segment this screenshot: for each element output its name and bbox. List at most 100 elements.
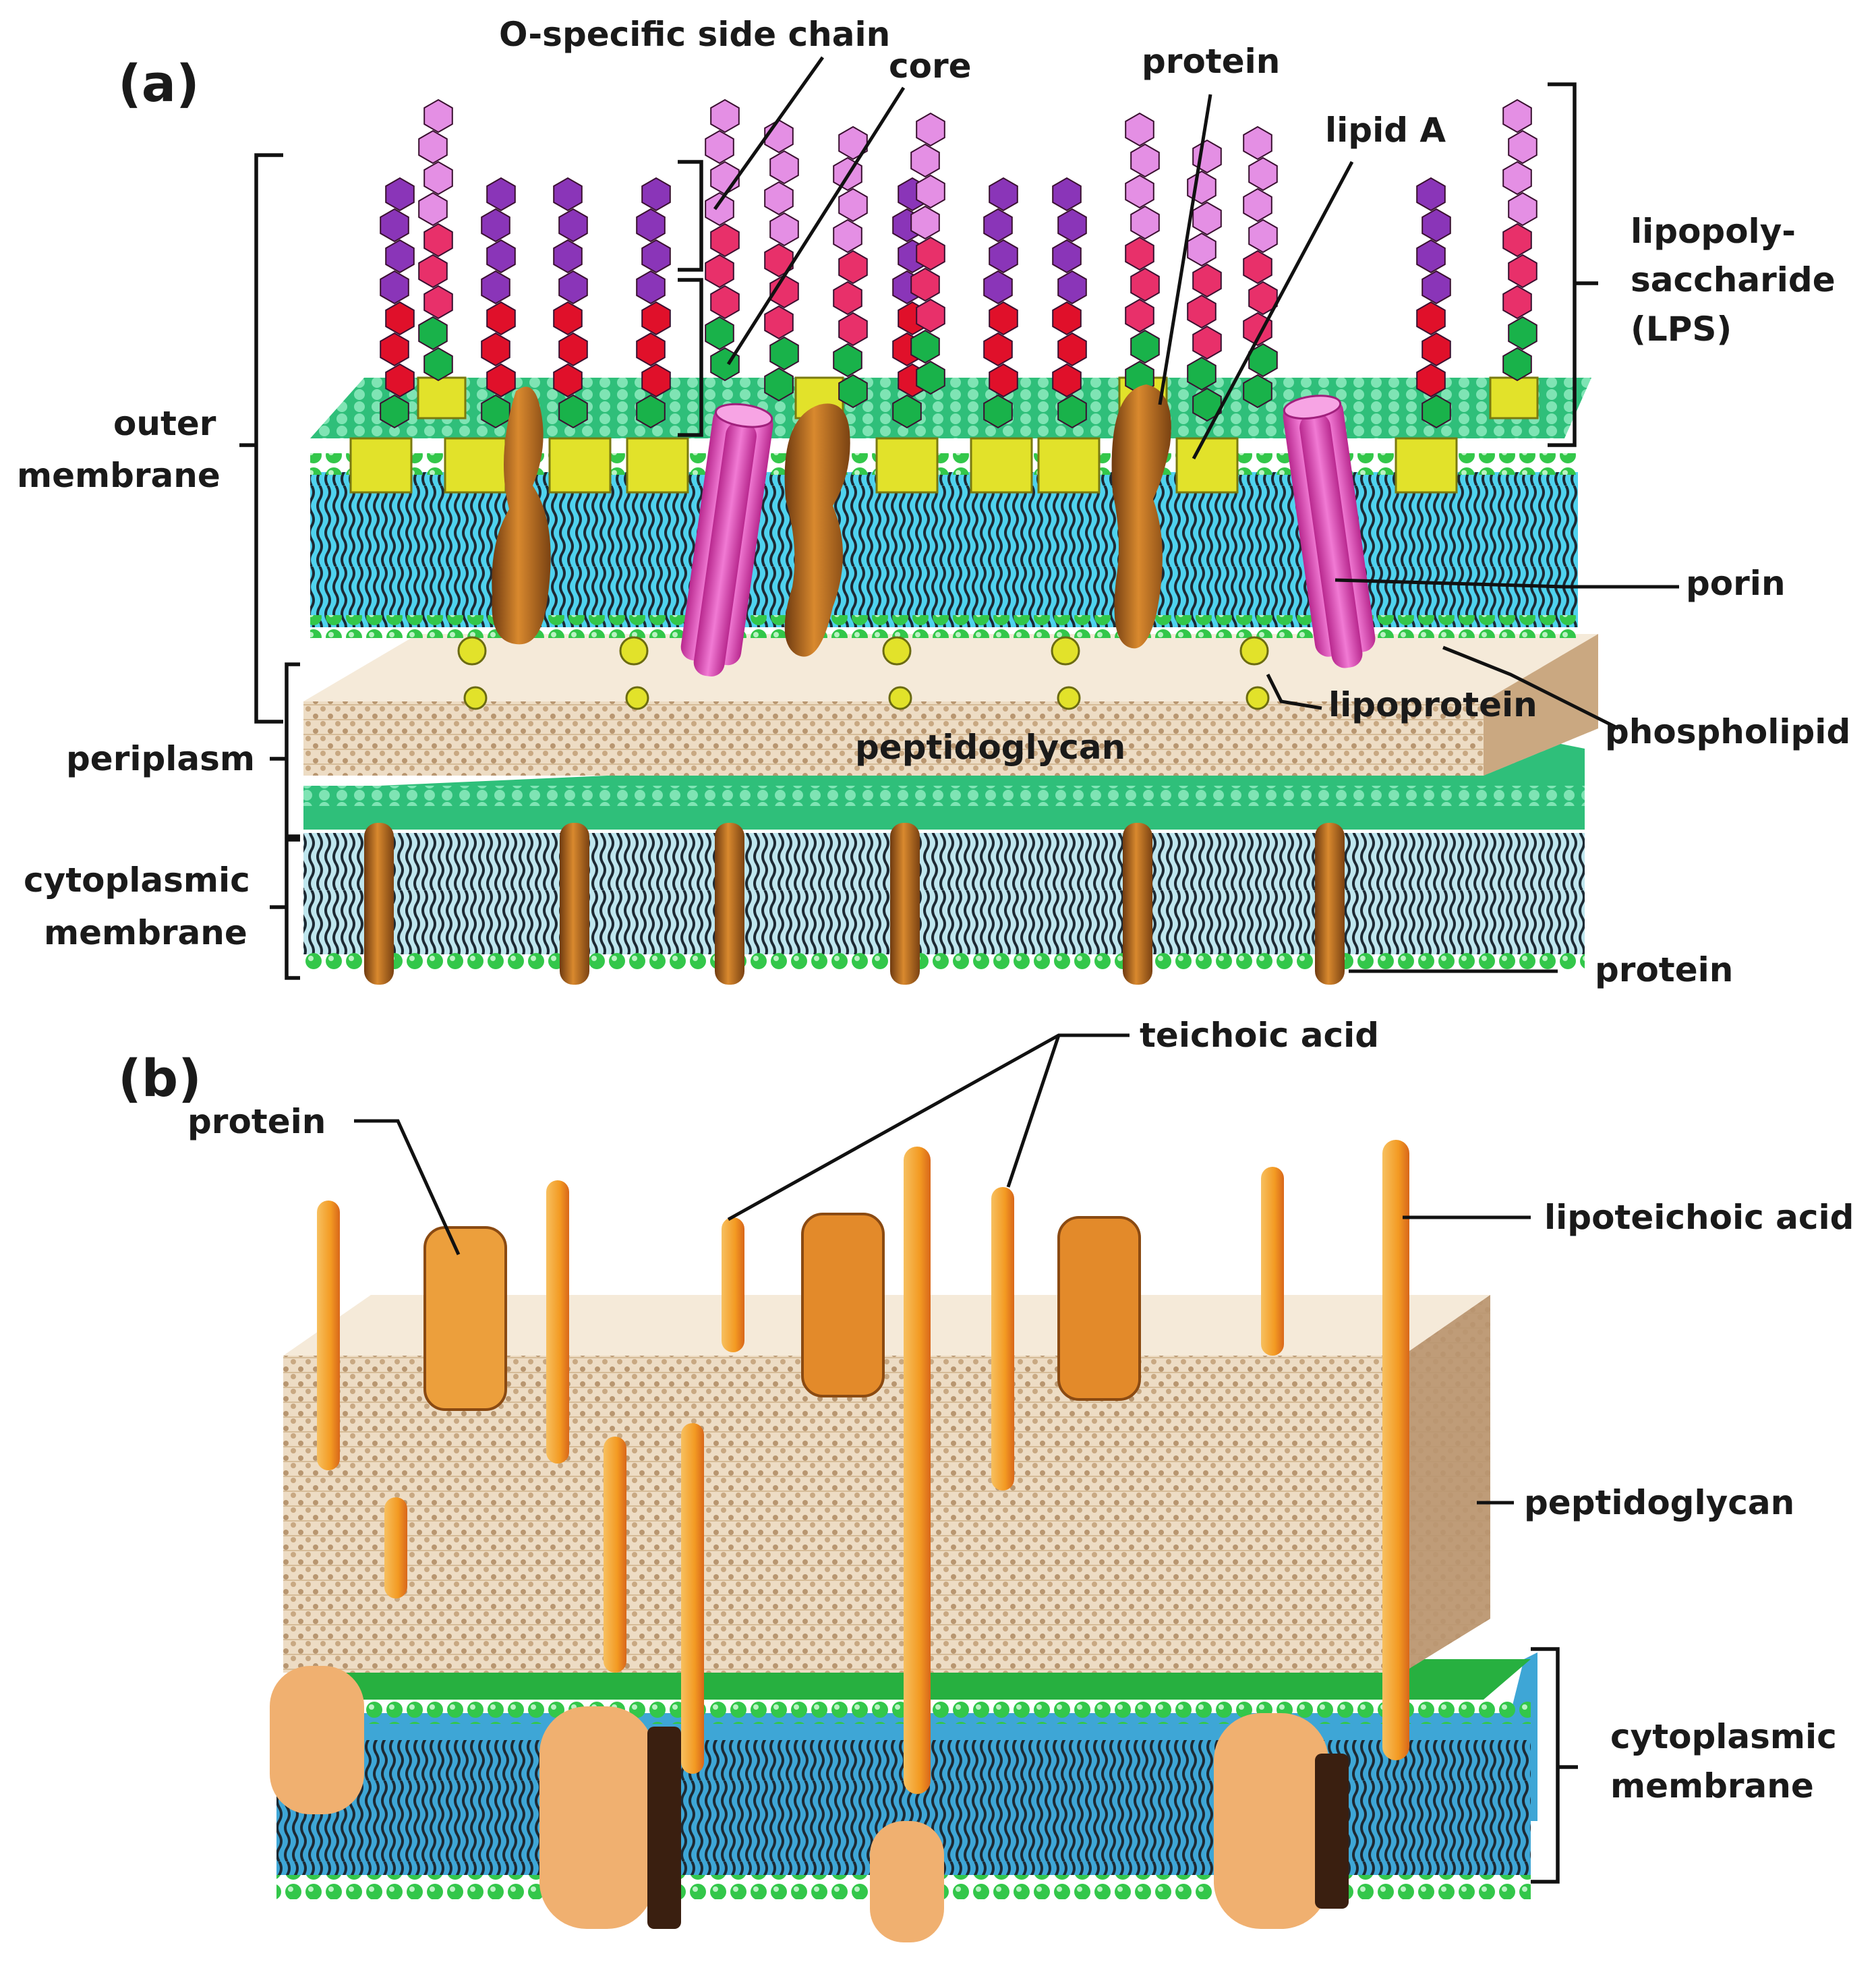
lps-sugar-unit [385,239,415,274]
lps-sugar-unit [1508,129,1537,165]
lps-sugar-unit [892,394,922,429]
lps-sugar-unit [481,332,510,367]
lps-sugar-unit [486,239,516,274]
lps-sugar-unit [385,301,415,336]
lps-sugar-unit [989,301,1018,336]
lps-sugar-unit [481,270,510,305]
lps-sugar-unit [1243,125,1272,161]
lps-sugar-unit [1416,177,1446,212]
lps-sugar-unit [641,177,671,212]
lps-sugar-unit [910,267,940,302]
lps-sugar-unit [558,332,588,367]
lps-sugar-unit [705,254,734,289]
lps-sugar-unit [641,301,671,336]
lps-sugar-unit [769,274,799,309]
label-peptidoglycan-b: peptidoglycan [1524,1483,1794,1522]
cytoplasmic-membrane-a [303,735,1585,973]
lps-sugar-unit [1052,363,1082,398]
lps-sugar-unit [710,161,740,196]
lps-sugar-unit [481,394,510,429]
lps-sugar-unit [710,223,740,258]
lps-sugar-unit [1192,325,1222,360]
lps-sugar-unit [838,187,868,223]
lps-sugar-unit [910,205,940,240]
lps-sugar-unit [418,192,448,227]
lps-sugar-unit [1130,205,1160,240]
panel-b-label: (b) [118,1048,202,1108]
lps-sugar-unit [916,236,945,271]
lps-sugar-unit [558,394,588,429]
label-o-specific-side-chain: O-specific side chain [499,15,890,54]
lps-sugar-unit [983,270,1013,305]
lps-sugar-unit [916,112,945,147]
lps-sugar-unit [1125,174,1154,209]
teichoic-acid-rods [317,1140,1409,1794]
lps-sugar-unit [838,374,868,409]
lps-sugar-unit [1421,394,1451,429]
lps-sugar-unit [710,98,740,134]
lps-sugar-unit [641,363,671,398]
lps-sugar-unit [1125,236,1154,271]
lps-sugar-unit [636,208,666,243]
lps-sugar-unit [380,332,409,367]
lps-sugar-unit [1502,98,1532,134]
label-lipoprotein: lipoprotein [1328,685,1537,724]
labels: (a) O-specific side chain core protein l… [17,15,1854,1806]
lps-sugar-unit [764,243,794,278]
lps-sugar-unit [558,208,588,243]
lps-sugar-unit [558,270,588,305]
lps-sugar-unit [1125,298,1154,333]
lps-sugar-unit [764,181,794,216]
lps-sugar-unit [385,177,415,212]
label-protein-top: protein [1142,42,1280,81]
lps-sugar-unit [553,301,583,336]
lps-sugar-unit [838,250,868,285]
lps-sugar-unit [1187,294,1217,329]
lps-sugar-unit [418,316,448,351]
lps-sugar-unit [1057,270,1087,305]
lps-sugar-unit [1052,177,1082,212]
label-cytoplasmic-a-line1: cytoplasmic [24,861,250,900]
label-lipoteichoic-acid: lipoteichoic acid [1544,1198,1854,1237]
lps-sugar-unit [838,312,868,347]
lps-sugar-unit [769,336,799,371]
lps-sugar-unit [705,316,734,351]
label-lps-line2: saccharide [1631,260,1836,299]
lps-sugar-unit [1502,223,1532,258]
outer-membrane-proteins [492,384,1171,657]
lps-sugar-unit [989,177,1018,212]
lps-sugar-unit [486,301,516,336]
lps-sugar-unit [385,363,415,398]
lps-sugar-unit [1052,239,1082,274]
label-lipid-a: lipid A [1325,111,1446,150]
lps-sugar-unit [710,285,740,320]
lps-sugar-unit [1192,387,1222,422]
lps-sugar-unit [636,394,666,429]
label-protein-bottom: protein [1595,950,1733,989]
lps-sugar-unit [423,161,453,196]
lps-sugar-unit [1416,239,1446,274]
lps-sugar-unit [1416,363,1446,398]
lps-sugar-unit [423,98,453,134]
lps-sugar-unit [838,125,868,161]
label-peptidoglycan-a: peptidoglycan [855,728,1125,767]
lps-sugar-unit [1416,301,1446,336]
brackets [239,82,1598,1884]
label-periplasm: periplasm [66,739,255,778]
wall-proteins-b [423,1213,1141,1411]
label-core: core [889,47,972,86]
lps-sugar-unit [916,298,945,333]
lps-sugar-unit [1057,332,1087,367]
lps-sugar-unit [1508,254,1537,289]
membrane-proteins-a [364,823,1345,985]
lps-sugar-unit [636,270,666,305]
lps-sugar-unit [486,177,516,212]
lps-sugar-unit [769,212,799,247]
membrane-proteins-b [270,1666,1349,1942]
lps-sugar-unit [1248,219,1278,254]
gram-positive-envelope [270,1140,1537,1942]
lps-sugar-unit [481,208,510,243]
lps-sugar-unit [1125,112,1154,147]
label-teichoic-acid: teichoic acid [1140,1016,1379,1055]
lps-sugar-unit [705,192,734,227]
